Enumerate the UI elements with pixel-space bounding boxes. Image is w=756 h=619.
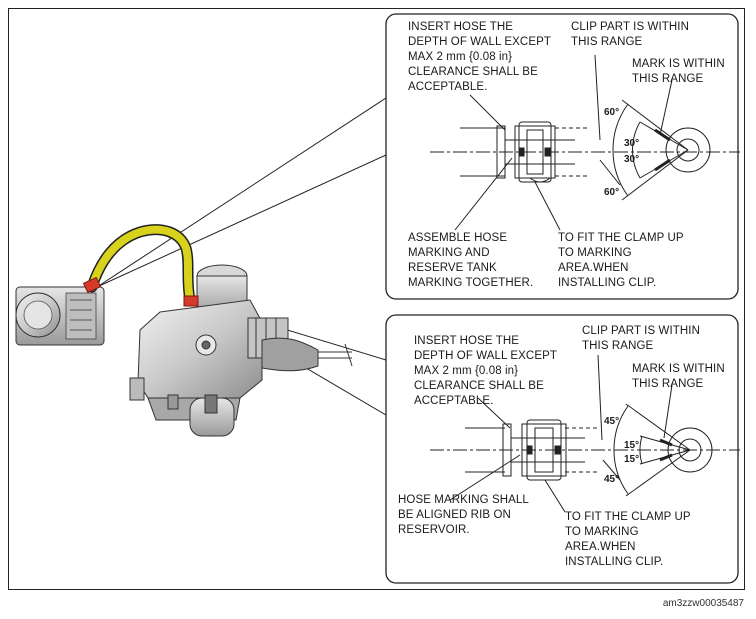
- top-assemble-note: ASSEMBLE HOSE MARKING AND RESERVE TANK M…: [408, 232, 534, 289]
- top-fit-clamp-note: TO FIT THE CLAMP UP TO MARKING AREA.WHEN…: [558, 232, 684, 289]
- bottom-insert-hose-note: INSERT HOSE THE DEPTH OF WALL EXCEPT MAX…: [414, 335, 558, 407]
- bottom-angle-inner-bottom: 15°: [624, 454, 640, 465]
- top-hose-detail: [430, 121, 740, 183]
- top-angle-outer-bottom: 60°: [604, 187, 620, 198]
- top-detail-panel: [385, 13, 739, 300]
- bottom-angle-gauge: [449, 354, 713, 513]
- top-angle-outer-top: 60°: [604, 107, 620, 118]
- figure-code: am3zzw00035487: [662, 598, 744, 609]
- brake-hose: [88, 225, 194, 304]
- master-cylinder-assembly: [129, 264, 353, 437]
- bottom-hose-marking-note: HOSE MARKING SHALL BE ALIGNED RIB ON RES…: [398, 494, 529, 536]
- top-insert-hose-note: INSERT HOSE THE DEPTH OF WALL EXCEPT MAX…: [408, 21, 552, 93]
- bottom-angle-inner-top: 15°: [624, 440, 640, 451]
- reservoir-cap: [15, 286, 105, 346]
- bottom-fit-clamp-note: TO FIT THE CLAMP UP TO MARKING AREA.WHEN…: [565, 511, 691, 568]
- top-angle-inner-bottom: 30°: [624, 154, 640, 165]
- top-angle-gauge: [454, 54, 711, 231]
- bottom-angle-outer-top: 45°: [604, 416, 620, 427]
- hose-clip-reservoir: [82, 276, 102, 294]
- bottom-mark-range-note: MARK IS WITHIN THIS RANGE: [632, 363, 725, 390]
- top-mark-range-note: MARK IS WITHIN THIS RANGE: [632, 58, 725, 85]
- bottom-detail-panel: [385, 314, 739, 584]
- bottom-angle-outer-bottom: 45°: [604, 474, 620, 485]
- hose-clip-cylinder: [183, 295, 199, 307]
- top-clip-range-note: CLIP PART IS WITHIN THIS RANGE: [571, 21, 689, 48]
- brake-hose-outline: [86, 224, 196, 306]
- bottom-clip-range-note: CLIP PART IS WITHIN THIS RANGE: [582, 325, 700, 352]
- top-angle-inner-top: 30°: [624, 138, 640, 149]
- bottom-hose-detail: [430, 419, 740, 481]
